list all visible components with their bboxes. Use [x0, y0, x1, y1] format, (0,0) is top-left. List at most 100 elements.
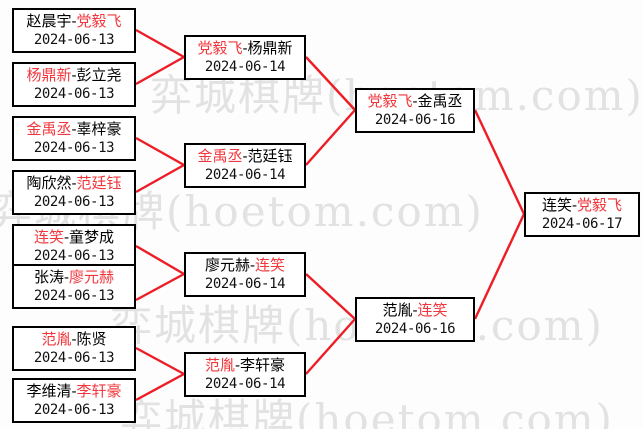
player-separator: - [71, 173, 77, 192]
match-date: 2024-06-13 [33, 287, 115, 304]
player-right: 廖元赫 [69, 267, 115, 286]
player-left: 金禹丞 [26, 119, 72, 138]
match-date: 2024-06-13 [33, 247, 115, 264]
match-players: 赵晨宇-党毅飞 [26, 12, 121, 31]
match-date: 2024-06-16 [374, 111, 456, 128]
match-date: 2024-06-14 [204, 275, 286, 292]
player-separator: - [63, 227, 70, 246]
connector-line [473, 213, 526, 320]
player-separator: - [234, 355, 241, 374]
player-separator: - [242, 146, 248, 165]
connector-line [135, 346, 185, 376]
connector-line [135, 136, 185, 167]
match-players: 范胤-李轩豪 [205, 356, 285, 375]
player-separator: - [71, 11, 77, 30]
match-date: 2024-06-13 [33, 193, 115, 210]
match-players: 连笑-童梦成 [34, 228, 114, 247]
connector-line [305, 318, 356, 375]
connector-line [135, 55, 185, 86]
match-date: 2024-06-14 [204, 166, 286, 183]
match-date: 2024-06-13 [33, 139, 115, 156]
match-players: 范胤-陈贤 [41, 330, 106, 349]
match-players: 金禹丞-范廷钰 [197, 147, 292, 166]
connector-line [135, 272, 185, 302]
match-players: 连笑-党毅飞 [542, 196, 622, 215]
match-players: 廖元赫-连笑 [205, 256, 285, 275]
player-right: 辜梓豪 [76, 119, 122, 138]
player-separator: - [71, 119, 77, 138]
player-separator: - [412, 300, 418, 319]
match-players: 李维清-李轩豪 [26, 382, 121, 401]
match-players: 党毅飞-杨鼎新 [197, 39, 292, 58]
player-right: 童梦成 [69, 227, 115, 246]
player-left: 范胤 [204, 355, 235, 374]
player-left: 连笑 [541, 195, 572, 214]
player-left: 赵晨宇 [26, 11, 72, 30]
player-left: 范胤 [41, 329, 72, 348]
player-right: 陈贤 [76, 329, 107, 348]
player-right: 李轩豪 [76, 381, 122, 400]
player-left: 金禹丞 [197, 146, 243, 165]
player-right: 金禹丞 [417, 91, 463, 110]
player-left: 陶欣然 [26, 173, 72, 192]
match-date: 2024-06-16 [374, 320, 456, 337]
player-separator: - [63, 267, 70, 286]
match-date: 2024-06-13 [33, 85, 115, 102]
player-left: 李维清 [26, 381, 72, 400]
player-right: 连笑 [417, 300, 448, 319]
match-players: 金禹丞-辜梓豪 [26, 120, 121, 139]
match-date: 2024-06-13 [33, 401, 115, 418]
player-right: 范廷钰 [247, 146, 293, 165]
player-left: 范胤 [382, 300, 413, 319]
connector-line [135, 28, 185, 59]
player-left: 廖元赫 [204, 255, 250, 274]
connector-line [135, 372, 185, 402]
player-left: 党毅飞 [367, 91, 413, 110]
player-right: 杨鼎新 [247, 38, 293, 57]
connector-line [135, 244, 185, 276]
connector-line [473, 109, 526, 215]
match-date: 2024-06-13 [33, 31, 115, 48]
player-separator: - [71, 329, 77, 348]
player-right: 李轩豪 [240, 355, 286, 374]
connector-line [305, 109, 356, 166]
player-separator: - [412, 91, 418, 110]
player-right: 党毅飞 [577, 195, 623, 214]
match-date: 2024-06-17 [541, 215, 623, 232]
match-players: 杨鼎新-彭立尧 [26, 66, 121, 85]
match-players: 范胤-连笑 [382, 301, 447, 320]
connector-line [135, 163, 185, 194]
player-separator: - [71, 381, 77, 400]
player-separator: - [571, 195, 578, 214]
connector-line [305, 273, 356, 320]
player-left: 连笑 [33, 227, 64, 246]
player-left: 党毅飞 [197, 38, 243, 57]
player-separator: - [242, 38, 248, 57]
match-date: 2024-06-13 [33, 349, 115, 366]
player-right: 彭立尧 [76, 65, 122, 84]
player-left: 张涛 [33, 267, 64, 286]
match-players: 党毅飞-金禹丞 [367, 92, 462, 111]
player-right: 连笑 [255, 255, 286, 274]
match-date: 2024-06-14 [204, 375, 286, 392]
connector-line [305, 56, 356, 111]
match-players: 张涛-廖元赫 [34, 268, 114, 287]
player-right: 范廷钰 [76, 173, 122, 192]
player-right: 党毅飞 [76, 11, 122, 30]
